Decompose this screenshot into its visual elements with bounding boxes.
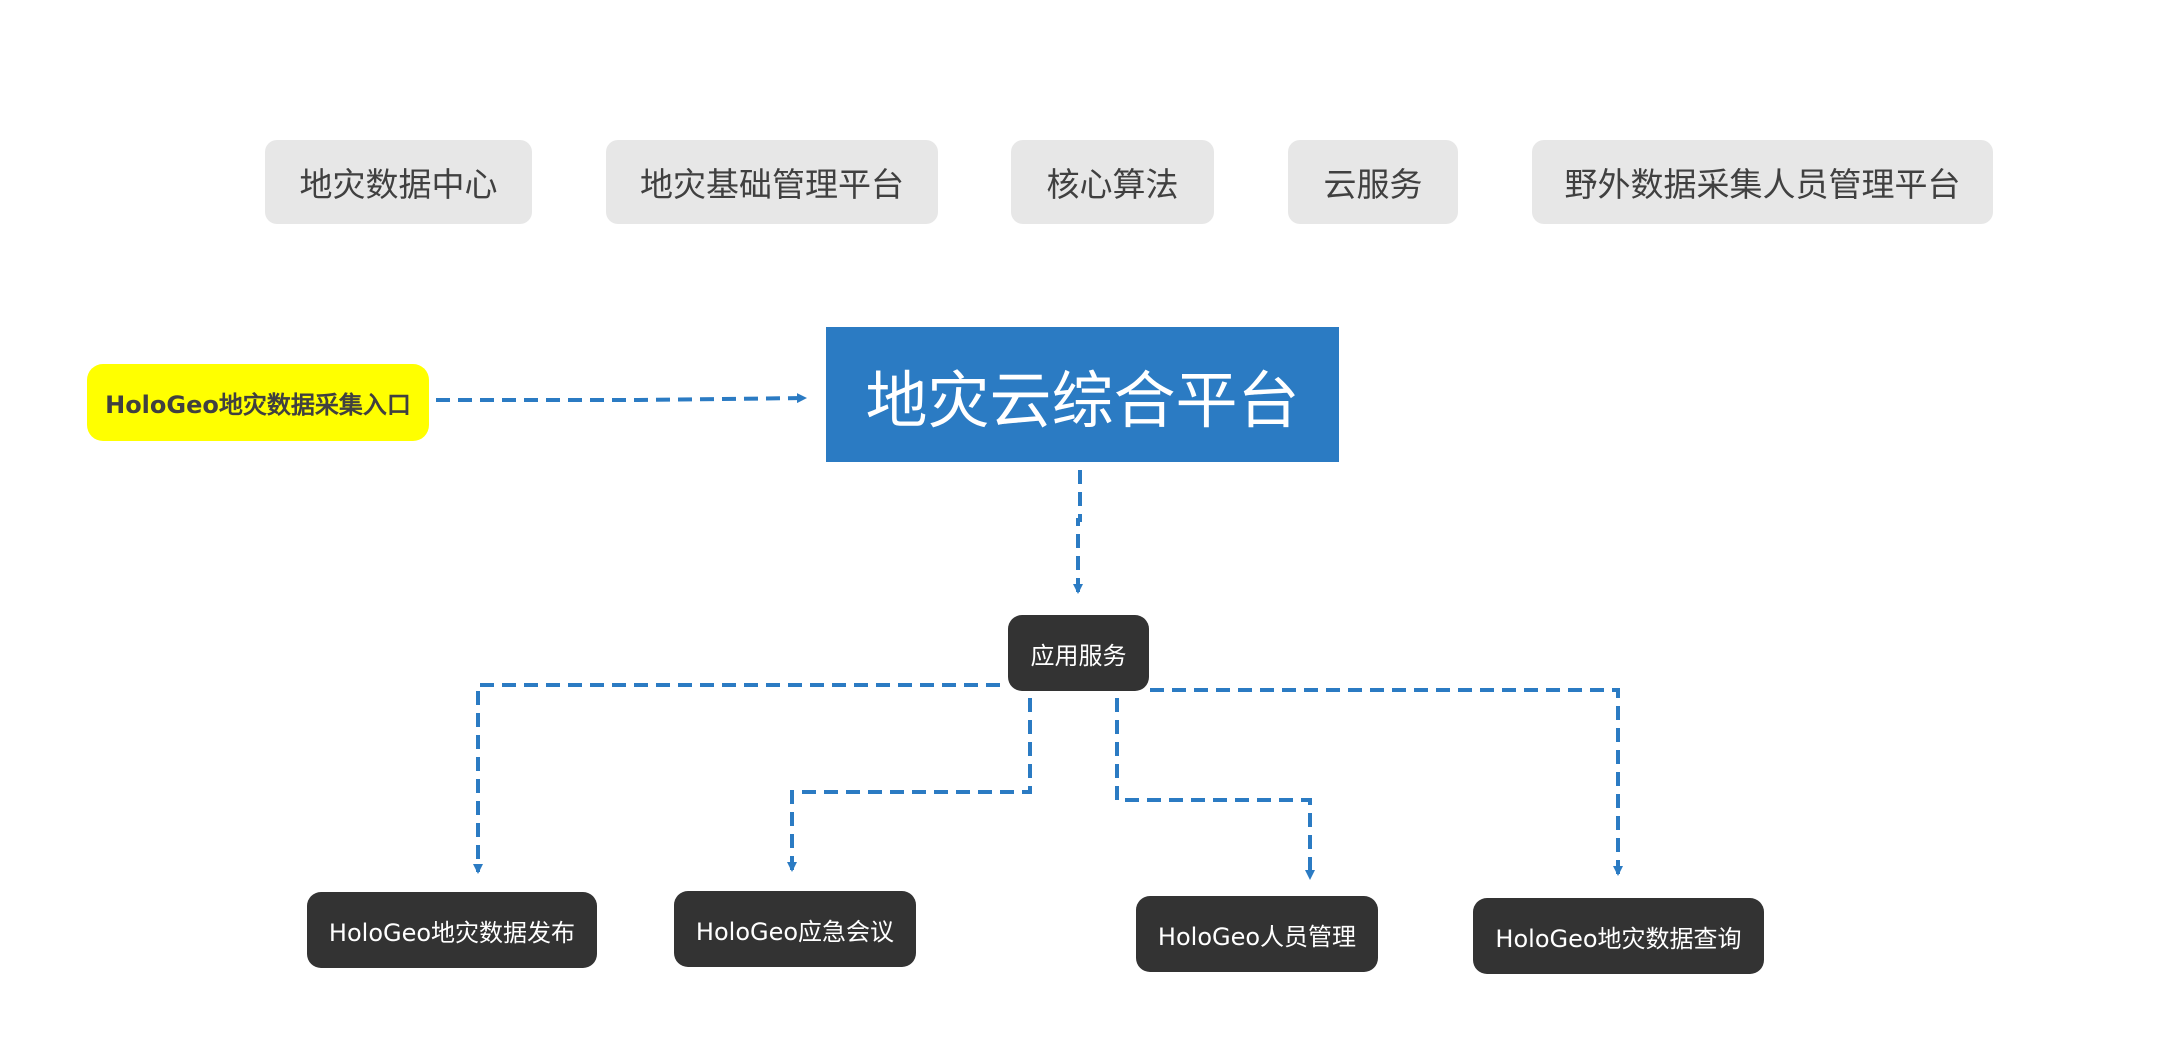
app-label: HoloGeo人员管理 (1157, 922, 1357, 951)
module-label: 野外数据采集人员管理平台 (1564, 165, 1961, 204)
module-label: 地灾基础管理平台 (640, 165, 904, 204)
platform-title: 地灾云综合平台 (865, 363, 1300, 437)
arrow-service-to-staff (1115, 698, 1315, 880)
module-field-staff-management: 野外数据采集人员管理平台 (1532, 140, 1993, 224)
arrow-platform-to-service (1073, 470, 1083, 594)
service-label: 应用服务 (1030, 641, 1127, 670)
data-collection-entry-node: HoloGeo地灾数据采集入口 (87, 364, 429, 441)
app-label: HoloGeo应急会议 (695, 917, 895, 946)
arrow-entry-to-platform (436, 393, 807, 404)
app-node-staff-management: HoloGeo人员管理 (1136, 896, 1378, 972)
app-label: HoloGeo地灾数据查询 (1495, 924, 1742, 953)
arrow-service-to-query (1150, 688, 1623, 876)
module-disaster-data-center: 地灾数据中心 (265, 140, 532, 224)
module-label: 核心算法 (1046, 165, 1179, 204)
application-service-node: 应用服务 (1008, 615, 1149, 691)
arrow-service-to-meeting (787, 698, 1032, 872)
app-node-emergency-meeting: HoloGeo应急会议 (674, 891, 916, 967)
module-cloud-service: 云服务 (1288, 140, 1458, 224)
app-label: HoloGeo地灾数据发布 (328, 918, 576, 947)
arrow-service-to-publish (473, 683, 1000, 874)
module-label: 地灾数据中心 (299, 165, 498, 204)
module-label: 云服务 (1323, 165, 1423, 204)
app-node-data-publish: HoloGeo地灾数据发布 (307, 892, 597, 968)
app-node-data-query: HoloGeo地灾数据查询 (1473, 898, 1764, 974)
module-core-algorithm: 核心算法 (1011, 140, 1214, 224)
cloud-platform-node: 地灾云综合平台 (826, 327, 1339, 462)
module-disaster-base-management: 地灾基础管理平台 (606, 140, 938, 224)
entry-label: HoloGeo地灾数据采集入口 (105, 391, 411, 419)
